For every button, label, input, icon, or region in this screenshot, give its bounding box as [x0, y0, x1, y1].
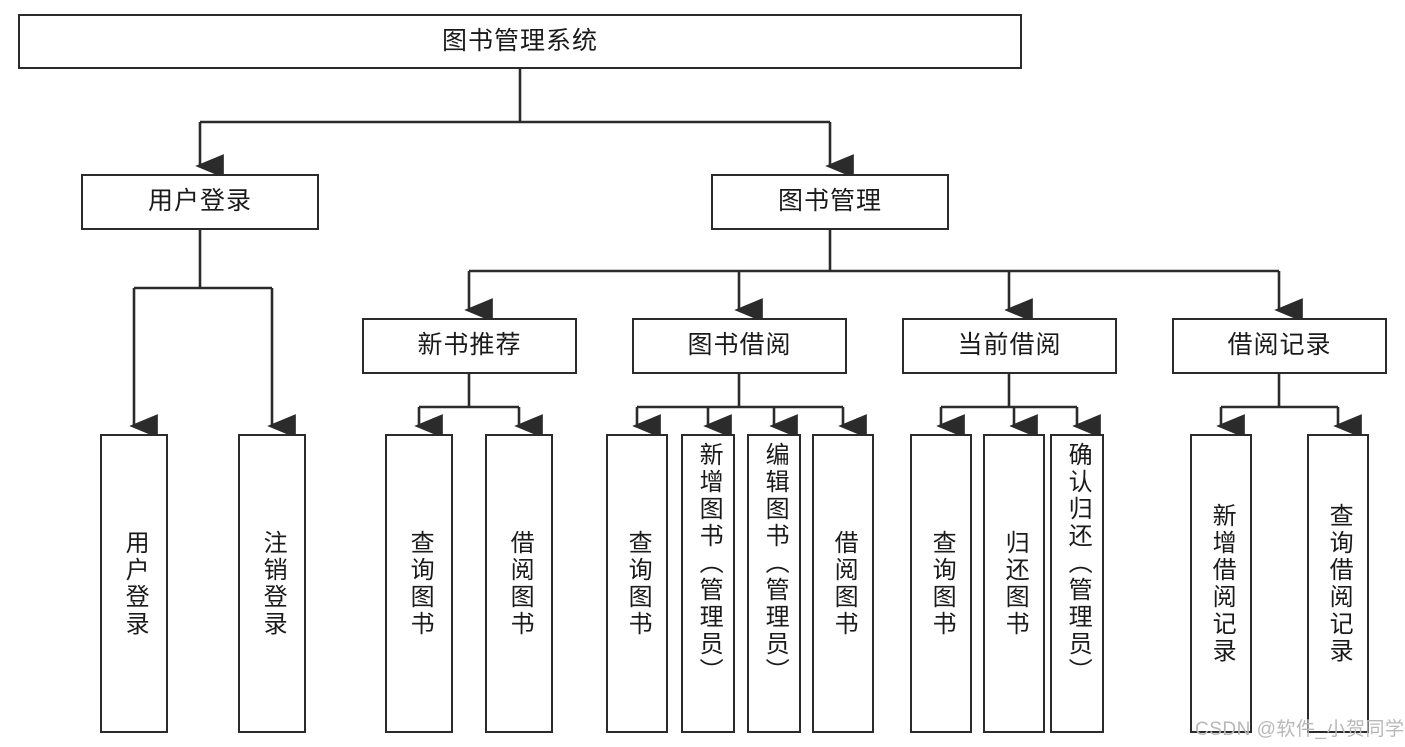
node-current-borrow[interactable]: 当前借阅: [902, 318, 1117, 374]
leaf-label: 确认归还（管理员）: [1064, 442, 1092, 685]
node-leaf-query-book-2[interactable]: 查询图书: [606, 434, 668, 733]
leaf-label: 注销登录: [259, 529, 287, 638]
node-leaf-query-book-3[interactable]: 查询图书: [910, 434, 972, 733]
leaf-label: 查询图书: [406, 529, 434, 638]
node-leaf-logout[interactable]: 注销登录: [238, 434, 306, 733]
node-leaf-add-book-admin[interactable]: 新增图书（管理员）: [681, 434, 735, 733]
leaf-label: 查询图书: [624, 529, 652, 638]
node-leaf-borrow-book-2[interactable]: 借阅图书: [812, 434, 874, 733]
node-user-login[interactable]: 用户登录: [81, 174, 319, 230]
node-leaf-return-book[interactable]: 归还图书: [983, 434, 1045, 733]
node-book-borrow[interactable]: 图书借阅: [632, 318, 847, 374]
node-root[interactable]: 图书管理系统: [18, 14, 1022, 69]
leaf-label: 查询图书: [928, 529, 956, 638]
node-leaf-edit-book-admin[interactable]: 编辑图书（管理员）: [747, 434, 801, 733]
leaf-label: 用户登录: [121, 529, 149, 638]
leaf-label: 借阅图书: [506, 529, 534, 638]
node-book-manage[interactable]: 图书管理: [711, 174, 949, 230]
leaf-label: 借阅图书: [830, 529, 858, 638]
leaf-label: 归还图书: [1001, 529, 1029, 638]
node-new-book-recommend[interactable]: 新书推荐: [362, 318, 577, 374]
node-leaf-user-login[interactable]: 用户登录: [100, 434, 168, 733]
node-leaf-confirm-return-admin[interactable]: 确认归还（管理员）: [1050, 434, 1104, 733]
node-leaf-add-borrow-record[interactable]: 新增借阅记录: [1190, 434, 1252, 733]
leaf-label: 新增图书（管理员）: [695, 442, 723, 685]
node-borrow-record[interactable]: 借阅记录: [1172, 318, 1387, 374]
csdn-watermark: CSDN @软件_小贺同学: [1195, 719, 1405, 740]
leaf-label: 新增借阅记录: [1208, 502, 1236, 665]
node-leaf-query-borrow-record[interactable]: 查询借阅记录: [1307, 434, 1369, 733]
leaf-label: 查询借阅记录: [1325, 502, 1353, 665]
leaf-label: 编辑图书（管理员）: [761, 442, 789, 685]
node-leaf-borrow-book-1[interactable]: 借阅图书: [485, 434, 553, 733]
node-leaf-query-book-1[interactable]: 查询图书: [385, 434, 453, 733]
